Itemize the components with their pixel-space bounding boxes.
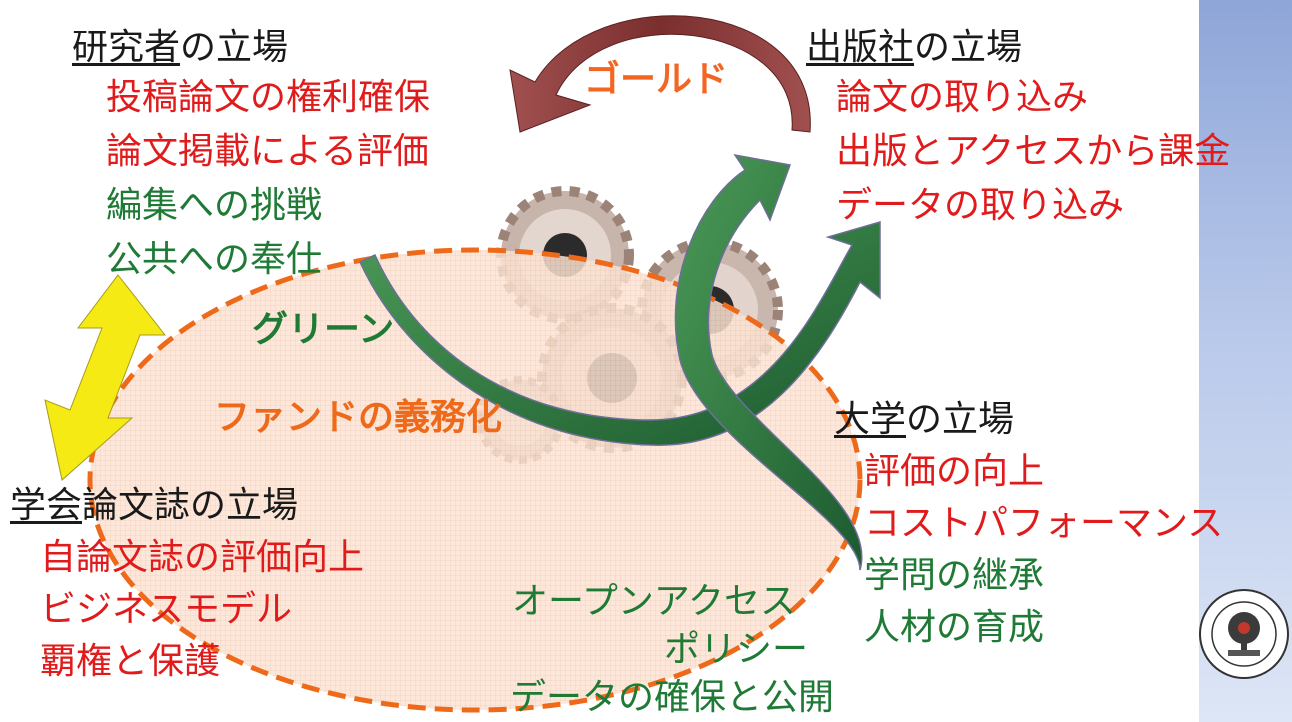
university-item: コストパフォーマンス <box>864 503 1224 544</box>
oa-policy-label-line1: オープンアクセス <box>512 581 797 622</box>
researcher-item: 公共への奉仕 <box>106 239 323 280</box>
gold-label: ゴールド <box>584 59 729 100</box>
university-seal-logo <box>1199 589 1289 679</box>
gold-arrow <box>509 15 811 133</box>
university-item: 人材の育成 <box>864 607 1045 648</box>
oa-policy-label-line2: ポリシー <box>664 629 809 670</box>
publisher-item: 論文の取り込み <box>836 77 1089 118</box>
researcher-item: 編集への挑戦 <box>106 185 323 226</box>
society-item: ビジネスモデル <box>40 589 293 630</box>
society-item: 覇権と保護 <box>40 641 221 682</box>
yellow-double-arrow <box>44 274 167 481</box>
society-heading: 学会論文誌の立場 <box>10 485 299 526</box>
university-heading: 大学の立場 <box>834 399 1015 440</box>
university-item: 学問の継承 <box>864 555 1045 596</box>
policy-ellipse <box>87 247 863 713</box>
green-arrow-to-publisher-2 <box>674 153 863 571</box>
publisher-heading: 出版社の立場 <box>806 27 1023 68</box>
publisher-item: データの取り込み <box>836 185 1125 226</box>
fund-mandate-label: ファンドの義務化 <box>214 397 503 438</box>
publisher-item: 出版とアクセスから課金 <box>836 131 1231 172</box>
green-label: グリーン <box>252 309 395 350</box>
researcher-item: 投稿論文の権利確保 <box>106 77 431 118</box>
green-arrow-to-publisher-1 <box>359 221 881 446</box>
researcher-heading: 研究者の立場 <box>72 27 289 68</box>
data-label: データの確保と公開 <box>510 677 835 718</box>
society-item: 自論文誌の評価向上 <box>40 537 365 578</box>
researcher-item: 論文掲載による評価 <box>106 131 429 172</box>
university-item: 評価の向上 <box>864 451 1045 492</box>
